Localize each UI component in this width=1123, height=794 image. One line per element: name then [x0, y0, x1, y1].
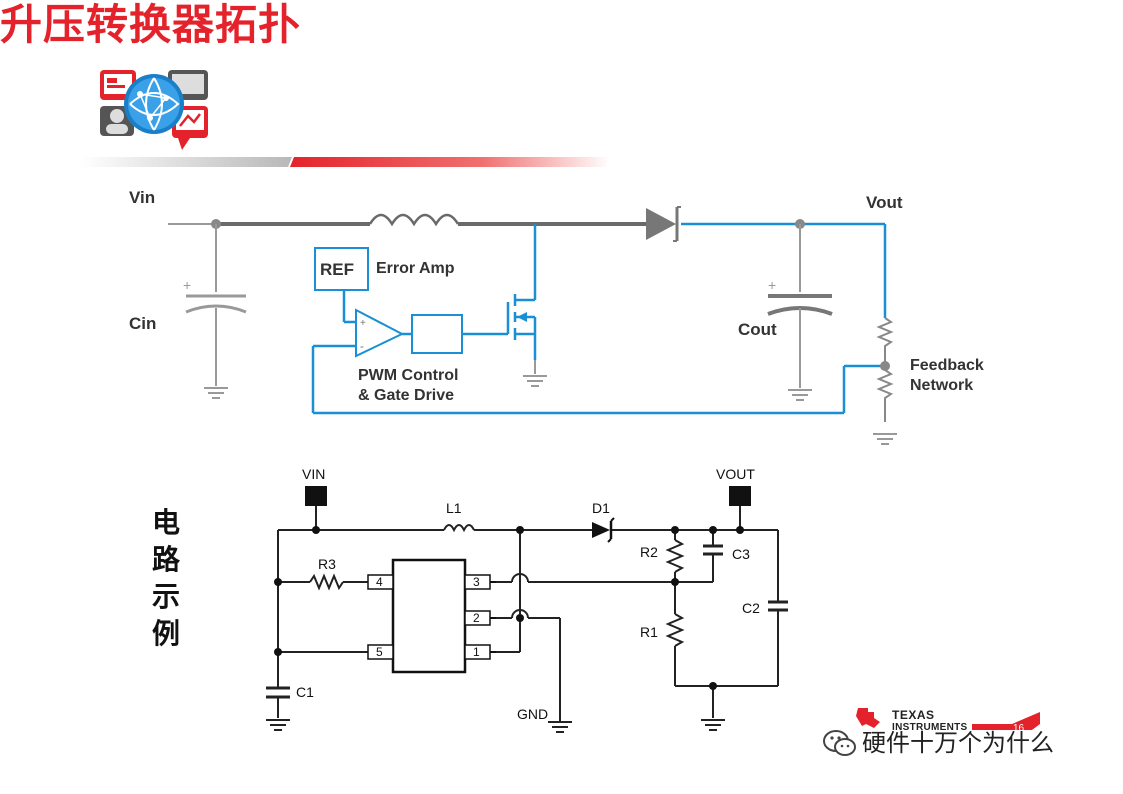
header-logo-icon	[100, 70, 208, 150]
c3-label: C3	[732, 546, 750, 562]
vout-terminal	[729, 486, 751, 506]
ref-label: REF	[320, 260, 354, 279]
header-divider	[80, 157, 610, 167]
vin-example-label: VIN	[302, 466, 326, 482]
svg-text:+: +	[183, 277, 191, 293]
ref-box	[314, 247, 369, 291]
ti-logo-icon	[856, 708, 1040, 730]
c1-label: C1	[296, 684, 314, 700]
svg-text:+: +	[360, 318, 366, 329]
pwm-box	[411, 314, 463, 354]
pin-3-label: 3	[473, 575, 480, 589]
ti-logo-text-2: INSTRUMENTS	[892, 722, 968, 733]
feedback-label-2: Network	[910, 377, 974, 394]
l1-label: L1	[446, 500, 462, 516]
d1-diode-icon	[592, 517, 615, 543]
vout-example-label: VOUT	[716, 466, 755, 482]
inductor-icon	[368, 213, 460, 227]
ground-icon	[204, 387, 228, 399]
ground-icon	[523, 360, 547, 387]
page-number: 16	[1013, 723, 1025, 734]
c2-label: C2	[742, 600, 760, 616]
r1-resistor-icon	[665, 613, 685, 647]
r2-label: R2	[640, 544, 658, 560]
vin-terminal	[305, 486, 327, 506]
boost-topology-schematic: + +	[168, 206, 897, 445]
wechat-icon	[823, 730, 856, 756]
ic-body	[391, 558, 467, 674]
pin-1-label: 1	[473, 645, 480, 659]
cin-capacitor-icon	[185, 224, 247, 386]
svg-text:-: -	[360, 339, 364, 353]
d1-label: D1	[592, 500, 610, 516]
pin-2-label: 2	[473, 611, 480, 625]
input-rail	[168, 213, 646, 227]
ground-icon	[873, 433, 897, 445]
vin-label: Vin	[129, 188, 156, 207]
diode-icon	[646, 206, 681, 242]
r2-resistor-icon	[665, 539, 685, 573]
svg-text:+: +	[768, 277, 776, 293]
gnd-label: GND	[517, 706, 549, 722]
feedback-label-1: Feedback	[910, 357, 984, 374]
ground-icon	[788, 389, 812, 401]
pwm-label-1: PWM Control	[358, 367, 459, 384]
cin-label: Cin	[129, 314, 157, 333]
cout-capacitor-icon	[767, 224, 833, 388]
l1-inductor-icon	[443, 524, 475, 533]
feedback-resistor-icon	[876, 317, 894, 422]
circuit-example-label: 电路示例	[151, 506, 180, 650]
r3-resistor-icon	[309, 573, 344, 591]
r1-label: R1	[640, 624, 658, 640]
error-amp-icon	[355, 308, 405, 358]
slide-title: 升压转换器拓扑	[0, 0, 302, 49]
watermark-text: 硬件十万个为什么	[862, 729, 1054, 757]
r3-label: R3	[318, 556, 336, 572]
error-amp-label: Error Amp	[376, 260, 455, 277]
pin-5-label: 5	[376, 645, 383, 659]
ti-logo-text-1: TEXAS	[892, 708, 935, 722]
pwm-label-2: & Gate Drive	[358, 387, 455, 404]
output-rail	[311, 222, 887, 415]
pin-4-label: 4	[376, 575, 383, 589]
vout-label: Vout	[866, 193, 903, 212]
cout-label: Cout	[738, 320, 777, 339]
